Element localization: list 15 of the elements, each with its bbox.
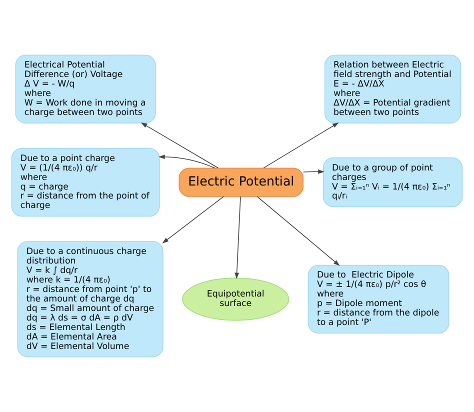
arrow: [263, 122, 339, 168]
node-box: Due to a group of point charges V = Σᵢ₌₁ⁿ Vᵢ = 1/(4 πε₀) Σᵢ₌₁ⁿ qᵢ/rᵢ: [322, 157, 463, 208]
node-ellipse: Equipotential surface: [182, 278, 290, 321]
node-box: Electric Potential: [178, 168, 304, 197]
node-box: Due to a continuous charge distribution V = k ∫ dq/r where k = 1/(4 πε₀) r = distance from point 'p' to the amount of charge dq dq = Small amount of charge dq = λ ds = σ dA = ρ dV ds = Elemental Length dA = Elemental Area dV = Elemental Volume: [17, 241, 164, 358]
arrow: [140, 122, 219, 168]
arrow: [302, 169, 324, 174]
arrow: [162, 196, 224, 244]
node-box: Relation between Electric field strength and Potential E = - ΔV/ΔX where ΔV/ΔX = Potential gradient between two points: [324, 54, 462, 124]
node-box: Due to Electric Dipole V = ± 1/(4 πε₀) p/r² cos θ where p = Dipole moment r = distance from the dipole to a point 'P': [308, 264, 450, 334]
arrow: [256, 196, 340, 266]
node-box: Due to a point charge V = (1/(4 πε₀)) q/r where q = charge r = distance from the point of charge: [11, 148, 160, 217]
arrow: [234, 196, 241, 280]
node-box: Electrical Potential Difference (or) Voltage Δ V = - W/q where W = Work done in moving a charge between two points: [15, 54, 156, 124]
arrow: [158, 154, 216, 168]
